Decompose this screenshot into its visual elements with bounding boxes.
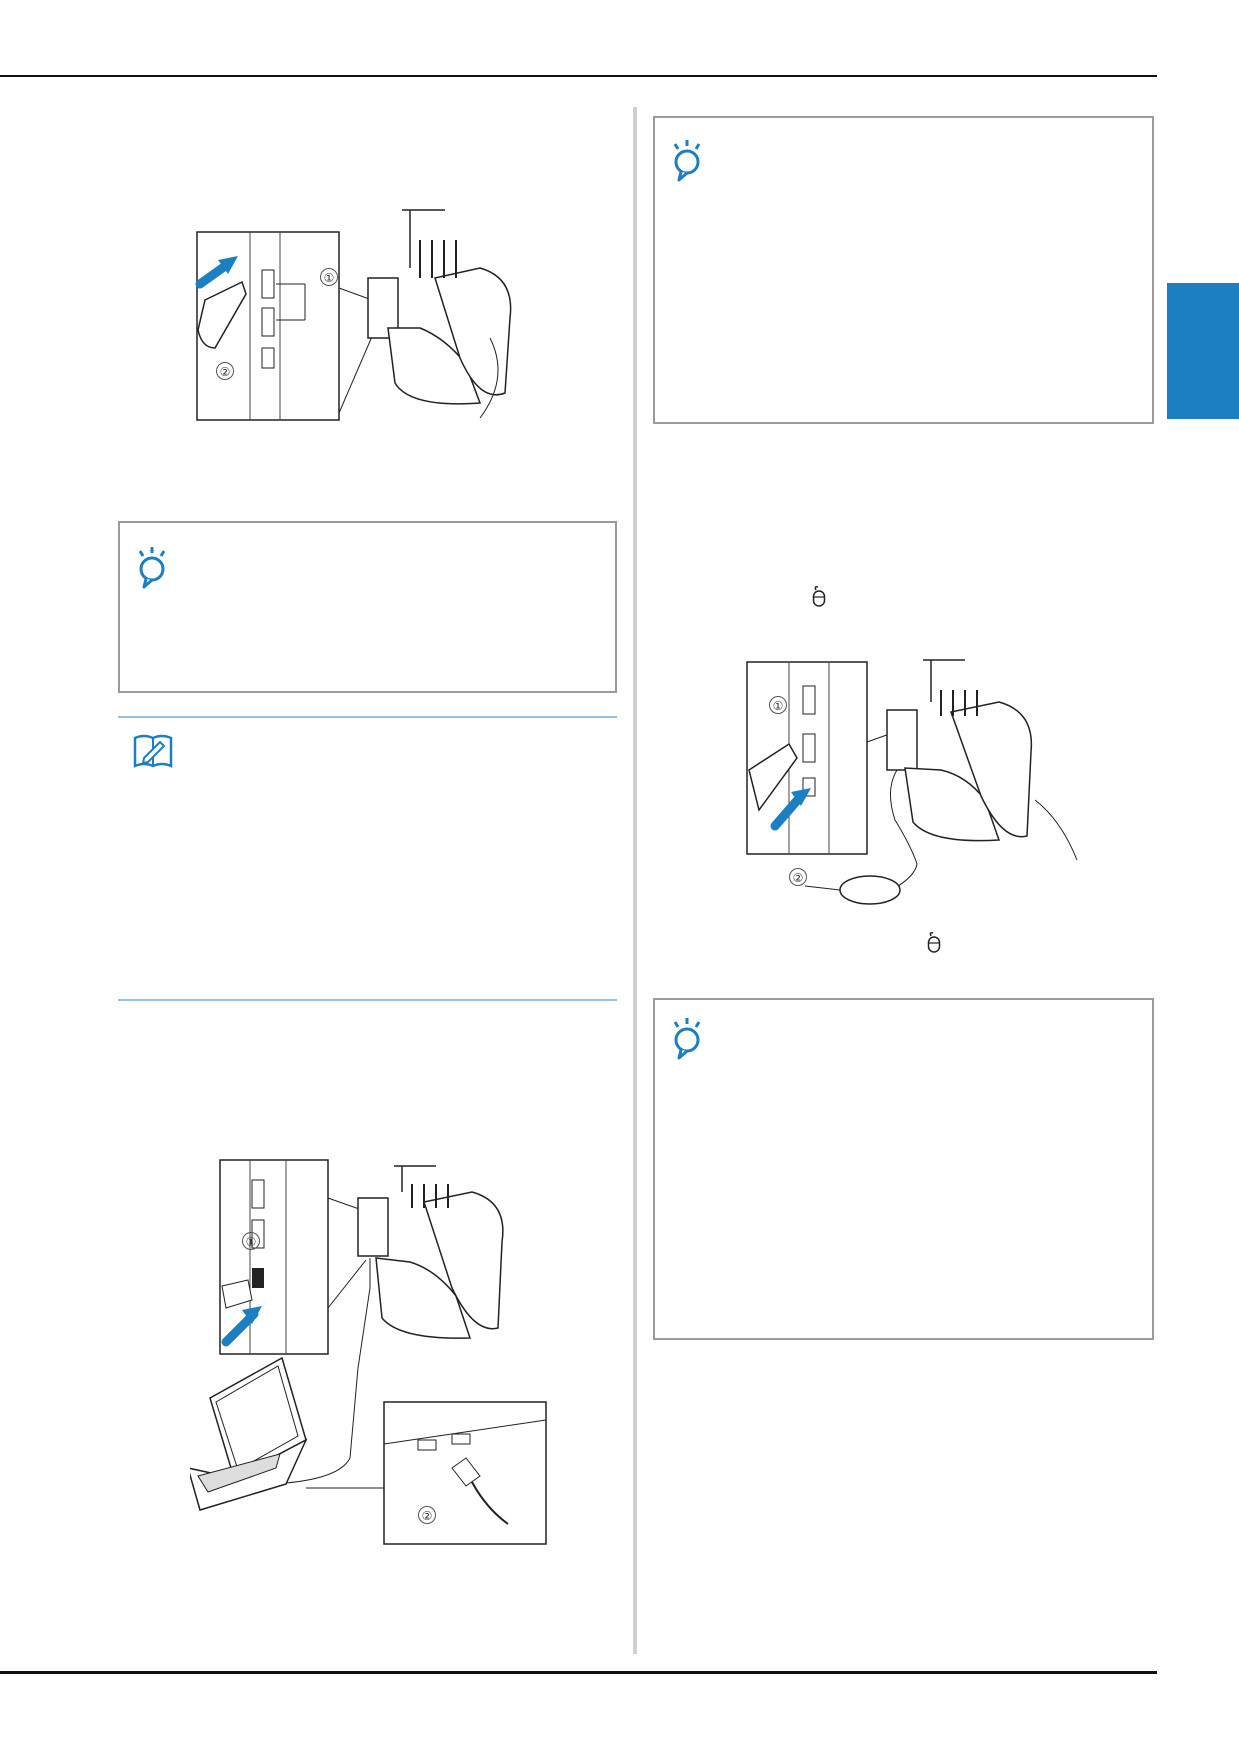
memo-bottom-rule: [118, 999, 617, 1001]
bottom-rule: [0, 1671, 1157, 1674]
note-bulb-icon: [667, 138, 707, 182]
note-bulb-icon: [132, 545, 172, 589]
top-rule: [0, 75, 1157, 77]
column-divider: [633, 107, 637, 1654]
mouse-symbol-icon: [927, 932, 941, 954]
note-bulb-icon: [667, 1016, 707, 1060]
callout-2: ②: [418, 1506, 436, 1524]
callout-1: ①: [242, 1232, 260, 1250]
note-box: [118, 521, 617, 693]
callout-2: ②: [789, 868, 807, 886]
callout-2: ②: [216, 362, 234, 380]
callout-1: ①: [320, 268, 338, 286]
usb-media-figure: ① ②: [180, 208, 550, 428]
note-box: [653, 116, 1154, 424]
mouse-connection-figure: ① ②: [745, 650, 1090, 910]
chapter-tab: [1167, 283, 1239, 419]
memo-top-rule: [118, 716, 617, 718]
memo-pencil-icon: [132, 732, 174, 770]
note-box: [653, 998, 1154, 1340]
computer-connection-figure: ① ②: [190, 1158, 550, 1548]
mouse-symbol-icon: [812, 586, 826, 608]
callout-1: ①: [769, 696, 787, 714]
